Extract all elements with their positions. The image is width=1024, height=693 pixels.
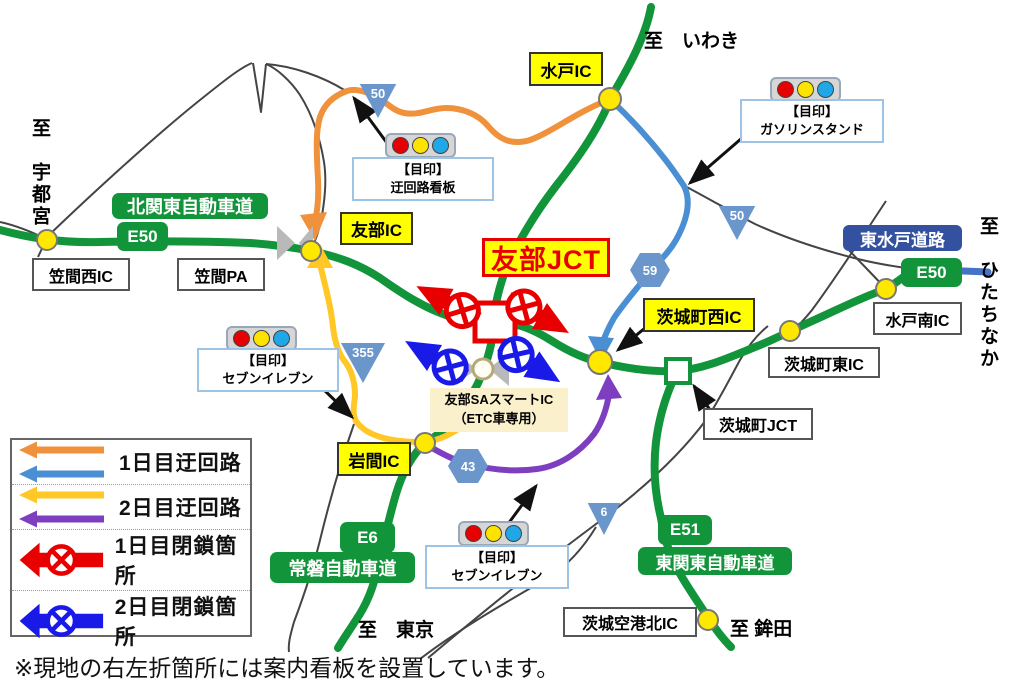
legend-row-day2-closure: 2日目閉鎖箇所 (12, 591, 250, 651)
dest-hitachinaka: 至 ひたちなか (977, 216, 998, 370)
red-light-icon (392, 137, 409, 154)
yellow-light-icon (797, 81, 814, 98)
dest-hokota: 至 鉾田 (730, 619, 793, 640)
blue-light-icon (432, 137, 449, 154)
label-mito-ic: 水戸IC (529, 52, 603, 86)
marker-gas-station: 【目印】 ガソリンスタンド (740, 99, 884, 144)
tomobe-sa-smart-ic-circle (471, 357, 495, 381)
yellow-light-icon (412, 137, 429, 154)
blue-light-icon (817, 81, 834, 98)
legend-row-day1-closure: 1日目閉鎖箇所 (12, 530, 250, 591)
dest-tokyo: 至 東京 (358, 620, 435, 641)
yellow-light-icon (485, 525, 502, 542)
blue-light-icon (505, 525, 522, 542)
traffic-light-icon (385, 133, 456, 158)
detour-day1-blue (588, 98, 691, 362)
marker-title: 【目印】 (241, 353, 294, 368)
legend-label: 2日目迂回路 (119, 497, 242, 520)
ic-circles (36, 87, 897, 631)
label-higashimito-road: 東水戸道路 (843, 225, 962, 251)
legend: 1日目迂回路 2日目迂回路 1日目閉鎖箇所 2日目閉鎖箇所 (10, 438, 252, 649)
day2-detour-arrows-icon (19, 486, 104, 528)
marker-name: 迂回路看板 (390, 180, 456, 196)
legend-row-day2-detour: 2日目迂回路 (12, 485, 250, 530)
closure-day2-east (497, 336, 561, 383)
sa-line1: 友部SAスマートIC (444, 392, 554, 408)
label-joban-expwy: 常磐自動車道 (270, 552, 415, 583)
day1-closure-icon (19, 542, 104, 578)
label-ibarakimachi-nishi-ic: 茨城町西IC (643, 298, 755, 332)
red-light-icon (233, 330, 250, 347)
legend-label: 1日目迂回路 (119, 452, 242, 475)
marker-name: セブンイレブン (222, 371, 314, 387)
marker-title: 【目印】 (470, 550, 523, 565)
red-light-icon (465, 525, 482, 542)
dest-utsunomiya: 至 宇都宮 (29, 118, 50, 228)
traffic-light-icon (458, 521, 529, 546)
marker-seven-eleven-west: 【目印】 セブンイレブン (197, 348, 339, 393)
label-mito-minami-ic: 水戸南IC (873, 302, 962, 335)
label-e50-east: E50 (901, 258, 962, 287)
label-tomobe-ic: 友部IC (340, 212, 413, 245)
closure-day1-west (416, 286, 482, 330)
marker-title: 【目印】 (785, 104, 838, 119)
day1-detour-arrows-icon (19, 441, 104, 483)
blue-light-icon (273, 330, 290, 347)
label-kasama-nishi-ic: 笠間西IC (32, 258, 130, 291)
route-59-shield: 59 (630, 253, 670, 287)
label-iwama-ic: 岩間IC (337, 442, 411, 476)
yellow-light-icon (253, 330, 270, 347)
label-kasama-pa: 笠間PA (177, 258, 265, 291)
sa-line2: （ETC車専用） (453, 411, 545, 426)
legend-row-day1-detour: 1日目迂回路 (12, 440, 250, 485)
label-ibarakimachi-jct: 茨城町JCT (703, 408, 813, 440)
label-kitakanto-expwy: 北関東自動車道 (112, 193, 268, 219)
detour-day1-orange (300, 86, 611, 241)
label-ibarakimachi-higashi-ic: 茨城町東IC (768, 347, 880, 378)
label-e51: E51 (658, 515, 712, 545)
label-higashikanto-expwy: 東関東自動車道 (638, 547, 792, 575)
red-light-icon (777, 81, 794, 98)
marker-name: セブンイレブン (451, 568, 543, 584)
marker-title: 【目印】 (396, 162, 449, 177)
marker-detour-sign: 【目印】 迂回路看板 (352, 157, 494, 202)
footnote: ※現地の右左折箇所には案内看板を設置しています。 (14, 655, 560, 681)
marker-name: ガソリンスタンド (760, 122, 864, 138)
label-tomobe-jct: 友部JCT (482, 238, 610, 277)
label-e6: E6 (340, 522, 395, 553)
label-ibaraki-kuko-kita-ic: 茨城空港北IC (563, 607, 697, 637)
legend-label: 1日目閉鎖箇所 (114, 535, 238, 588)
label-tomobe-sa-smart-ic: 友部SAスマートIC （ETC車専用） (430, 388, 568, 432)
closure-day1-east (504, 288, 569, 333)
legend-label: 2日目閉鎖箇所 (114, 596, 238, 649)
closure-day2-west (405, 341, 470, 386)
dest-iwaki: 至 いわき (644, 31, 740, 52)
day2-closure-icon (19, 603, 104, 639)
ibarakimachi-jct-square (664, 357, 692, 385)
label-e50-west: E50 (117, 222, 168, 251)
marker-seven-eleven-south: 【目印】 セブンイレブン (425, 545, 569, 590)
